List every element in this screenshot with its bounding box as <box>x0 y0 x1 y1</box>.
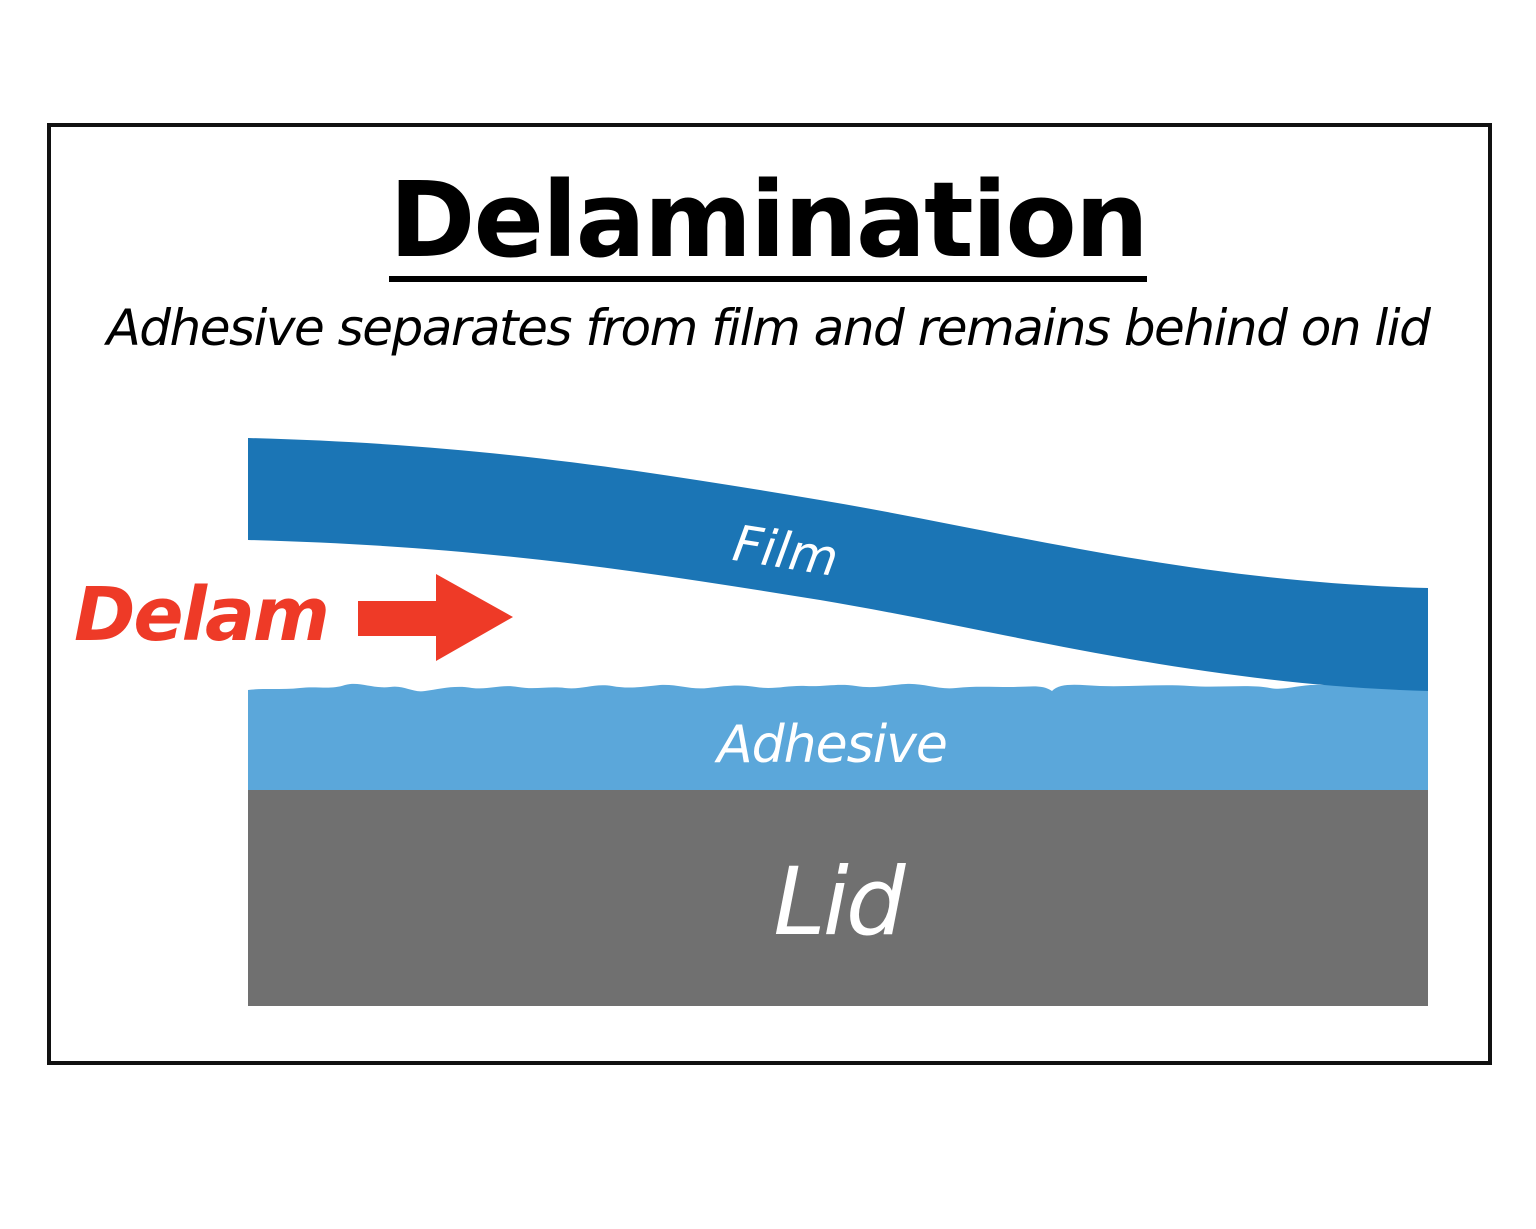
title-text: Delamination <box>389 159 1149 282</box>
right-arrow-icon <box>358 574 513 661</box>
lid-layer <box>248 789 1428 1006</box>
diagram-title: Delamination <box>0 168 1536 282</box>
film-layer <box>248 438 1428 691</box>
adhesive-label: Adhesive <box>714 715 947 775</box>
delam-label: Delam <box>74 572 328 658</box>
lid-label: Lid <box>773 848 906 957</box>
adhesive-layer <box>248 683 1428 790</box>
diagram-subtitle: Adhesive separates from film and remains… <box>106 299 1431 357</box>
